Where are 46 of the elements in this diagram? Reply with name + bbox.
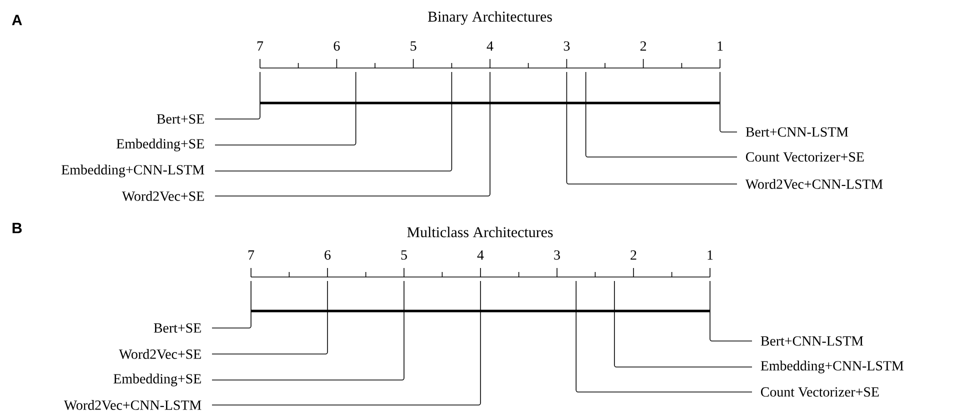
leader-line [576, 280, 752, 392]
tick-label: 2 [640, 41, 646, 51]
tick-label: 6 [324, 250, 331, 260]
panel-letter: A [12, 14, 22, 26]
tick-label: 3 [554, 250, 560, 260]
tick-label: 2 [630, 250, 636, 260]
tick-label: 1 [708, 250, 713, 260]
leader-line [214, 72, 260, 120]
method-label: Count Vectorizer+SE [746, 152, 864, 162]
tick-label: 1 [718, 41, 723, 51]
method-label: Word2Vec+CNN-LSTM [745, 179, 883, 189]
leader-line [566, 72, 738, 184]
panel-letter: B [12, 222, 22, 234]
method-label: Word2Vec+CNN-LSTM [64, 400, 202, 410]
method-label: Bert+SE [154, 323, 201, 333]
method-label: Word2Vec+SE [118, 349, 201, 359]
tick-label: 3 [564, 41, 570, 51]
leader-line [214, 72, 356, 146]
leader-line [212, 280, 481, 406]
tick-label: 5 [401, 250, 407, 260]
method-label: Bert+CNN-LSTM [746, 127, 848, 137]
leader-line [214, 72, 452, 172]
method-label: Bert+SE [156, 114, 204, 124]
leader-line [212, 280, 404, 380]
leader-line [710, 280, 752, 342]
leader-line [585, 72, 738, 158]
leader-line [212, 280, 328, 354]
method-label: Count Vectorizer+SE [760, 387, 879, 397]
chart-title: Binary Architectures [428, 11, 552, 25]
method-label: Embedding+CNN-LSTM [62, 164, 204, 178]
method-label: Embedding+SE [116, 138, 204, 152]
tick-label: 4 [486, 41, 494, 51]
tick-label: 5 [410, 41, 416, 51]
tick-label: 6 [334, 41, 340, 51]
tick-label: 7 [257, 41, 264, 51]
leader-line [214, 72, 490, 196]
tick-label: 7 [248, 250, 254, 260]
leader-line [212, 280, 252, 328]
tick-label: 4 [477, 250, 484, 260]
method-label: Embedding+SE [114, 374, 201, 386]
leader-line [720, 72, 738, 132]
leader-line [614, 280, 752, 368]
method-label: Word2Vec+SE [122, 191, 204, 201]
method-label: Embedding+CNN-LSTM [760, 360, 904, 374]
method-label: Bert+CNN-LSTM [760, 336, 864, 346]
chart-title: Multiclass Architectures [407, 226, 553, 238]
